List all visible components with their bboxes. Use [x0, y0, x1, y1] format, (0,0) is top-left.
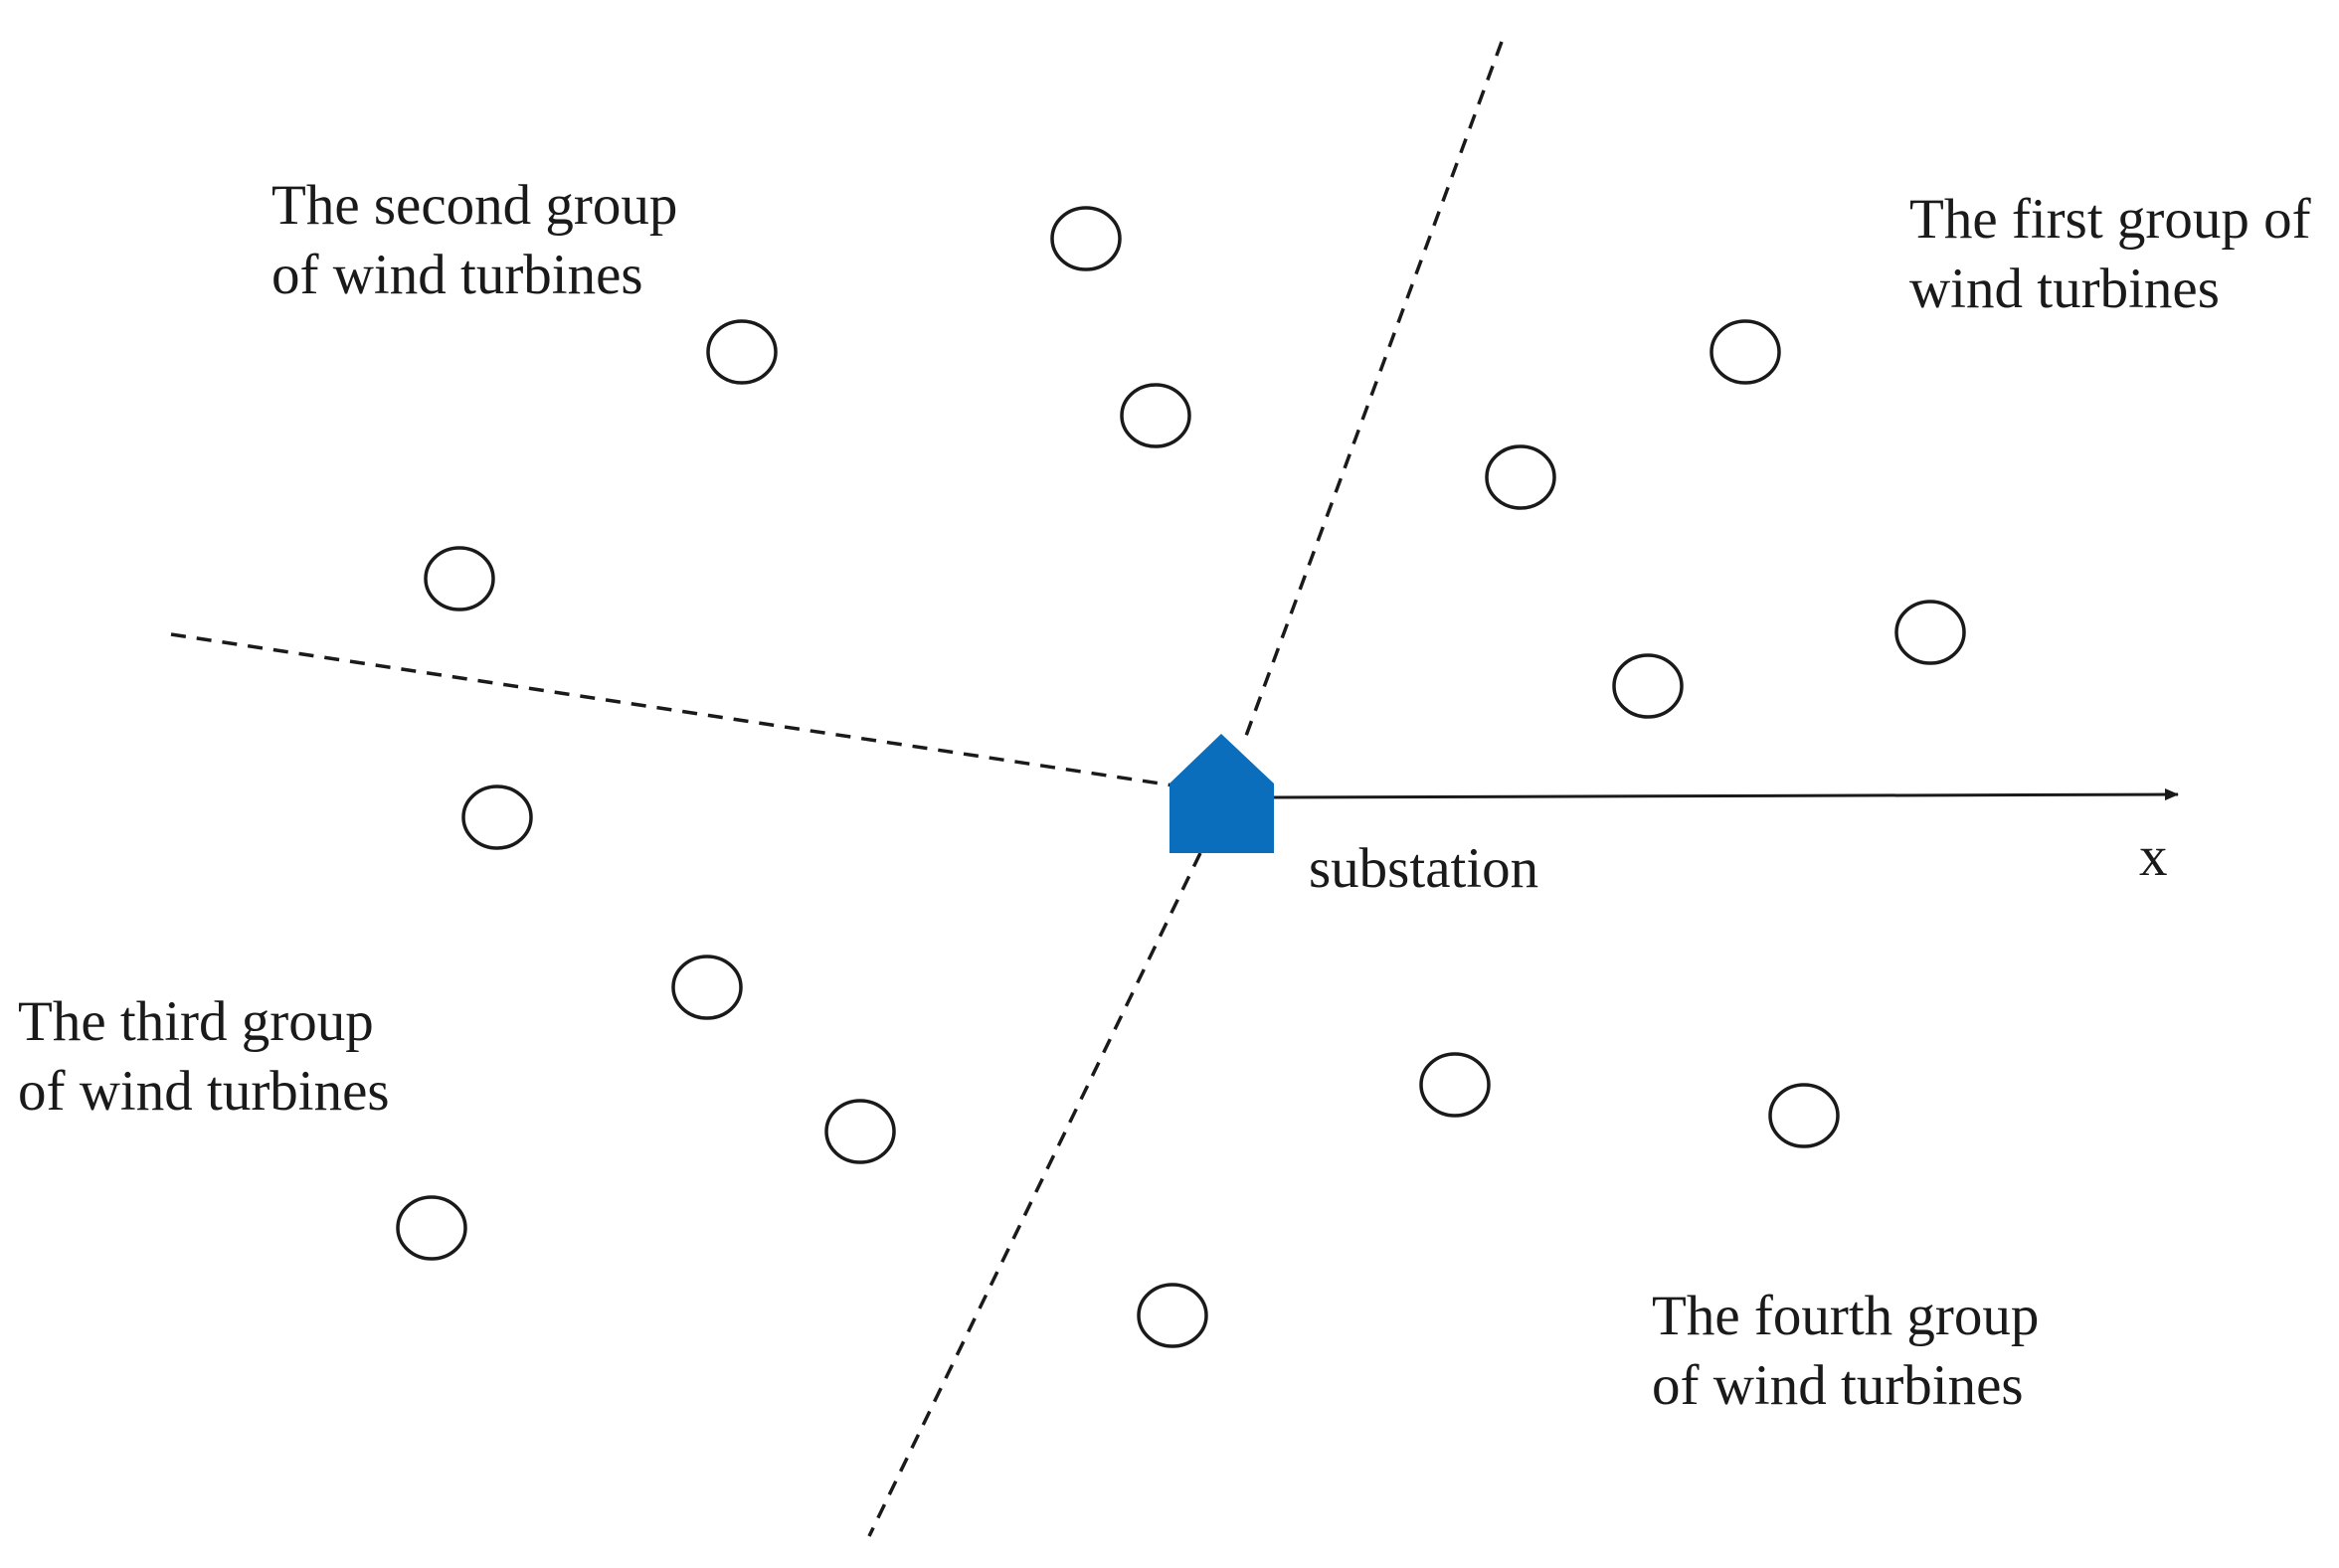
partition-line-left — [170, 632, 1174, 787]
label-third-group-line2: of wind turbines — [18, 1060, 390, 1123]
label-fourth-group-line1: The fourth group — [1652, 1285, 2040, 1347]
wind-turbine-9 — [461, 784, 533, 850]
label-second-group-line1: The second group — [271, 174, 678, 237]
x-axis-arrow — [1273, 788, 2179, 801]
label-first-group-line1: The first group of — [1909, 188, 2311, 251]
label-fourth-group: The fourth group of wind turbines — [1652, 1282, 2039, 1421]
wind-turbine-8 — [1612, 653, 1684, 719]
partition-line-upper — [1244, 41, 1504, 737]
wind-turbine-5 — [1709, 319, 1781, 385]
wind-turbine-6 — [1485, 444, 1556, 510]
substation-icon — [1170, 734, 1274, 853]
wind-turbine-12 — [396, 1195, 467, 1261]
wind-turbine-7 — [1894, 600, 1966, 665]
label-substation: substation — [1309, 837, 1539, 900]
wind-turbine-4 — [424, 546, 495, 611]
label-first-group-line2: wind turbines — [1909, 258, 2220, 320]
label-third-group: The third group of wind turbines — [18, 987, 390, 1127]
wind-turbines — [396, 206, 1966, 1348]
wind-turbine-11 — [824, 1099, 896, 1164]
label-second-group-line2: of wind turbines — [271, 244, 643, 306]
label-fourth-group-line2: of wind turbines — [1652, 1354, 2024, 1417]
wind-turbine-2 — [706, 319, 778, 385]
wind-turbine-1 — [1050, 206, 1122, 271]
wind-turbine-13 — [1419, 1052, 1491, 1118]
wind-turbine-3 — [1120, 383, 1191, 448]
wind-turbine-10 — [671, 955, 743, 1020]
label-second-group: The second group of wind turbines — [271, 171, 677, 310]
label-x-axis: x — [2139, 825, 2168, 888]
partition-line-lower — [867, 852, 1202, 1537]
wind-turbine-14 — [1768, 1083, 1840, 1148]
label-third-group-line1: The third group — [18, 990, 374, 1053]
label-first-group: The first group of wind turbines — [1909, 185, 2311, 324]
wind-turbine-15 — [1137, 1283, 1208, 1348]
